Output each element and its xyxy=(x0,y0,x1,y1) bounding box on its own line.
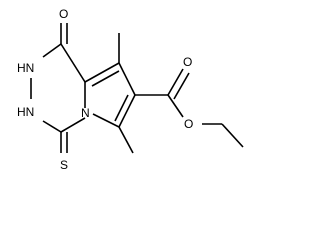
bond-c1-n2 xyxy=(42,43,62,58)
bond-skeleton xyxy=(30,23,244,154)
bond-c6-n5 xyxy=(92,113,120,128)
bond-c8a-c8 xyxy=(84,62,120,83)
atom-ester-ether-oxygen: O xyxy=(184,117,193,131)
bond-c8a-c8-inner xyxy=(91,70,120,87)
bond-c8a-c1 xyxy=(60,43,86,83)
atom-ester-carbonyl-oxygen: O xyxy=(183,55,192,69)
bond-ester-c-o xyxy=(167,94,184,118)
bond-c7-c6 xyxy=(118,94,136,128)
atom-carbonyl-oxygen: O xyxy=(59,7,68,21)
chemical-structure: O HN HN N S O O xyxy=(17,7,244,172)
bond-ch2-ch3 xyxy=(221,123,244,148)
atom-nh-bottom: HN xyxy=(17,105,34,119)
bond-ester-carbonyl-1 xyxy=(167,68,184,96)
atom-ring-nitrogen: N xyxy=(81,106,90,120)
bond-ester-carbonyl-2 xyxy=(173,72,190,100)
atom-nh-top: HN xyxy=(17,61,34,75)
bond-c7-c6-inner xyxy=(114,94,129,122)
bond-c8-c7 xyxy=(118,62,136,96)
bond-methyl-bottom xyxy=(118,126,134,154)
atom-labels: O HN HN N S O O xyxy=(17,7,193,172)
atom-thione-sulfur: S xyxy=(60,158,68,172)
bond-n3-c4 xyxy=(42,120,62,133)
bond-c4-n5 xyxy=(60,117,86,133)
